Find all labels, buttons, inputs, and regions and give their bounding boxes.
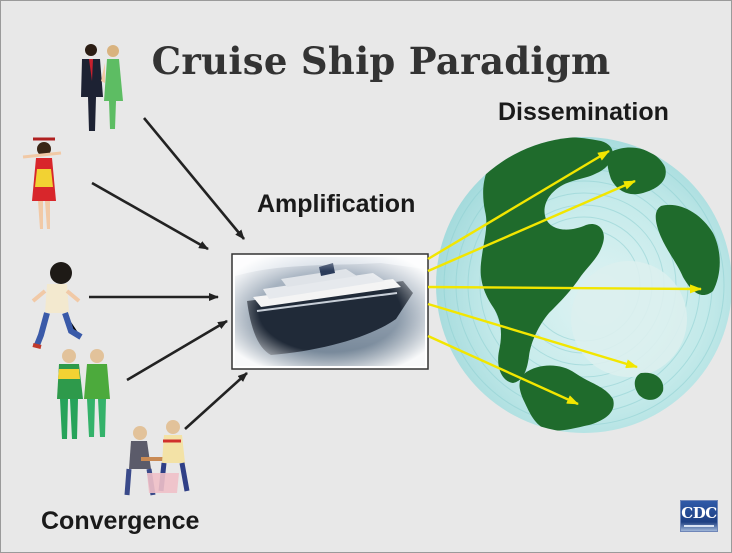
slide-title: Cruise Ship Paradigm — [151, 39, 611, 83]
amplification-label: Amplification — [257, 190, 416, 218]
business-couple-icon — [81, 44, 123, 131]
convergence-arrows — [89, 117, 248, 430]
dissemination-label: Dissemination — [498, 98, 669, 126]
arrow-out-1 — [427, 149, 610, 261]
people-at-table-icon — [124, 420, 190, 496]
arrow-out-2 — [427, 179, 636, 273]
cdc-logo: CDC — [680, 500, 718, 532]
arrow-in-5 — [184, 372, 248, 430]
arrow-in-2 — [91, 181, 209, 251]
couple-in-tracksuits-icon — [57, 349, 110, 439]
jogger-icon — [31, 262, 83, 349]
globe-illustration — [436, 137, 731, 433]
arrow-in-1 — [142, 117, 246, 240]
arrow-out-5 — [427, 334, 579, 406]
convergence-label: Convergence — [41, 507, 200, 535]
cruise-ship-photo — [231, 253, 429, 370]
arrow-out-4 — [427, 302, 638, 369]
dissemination-arrows — [427, 149, 702, 406]
cdc-logo-text: CDC — [681, 504, 717, 522]
arrow-out-3 — [427, 284, 702, 294]
arrow-in-4 — [126, 319, 228, 382]
waitress-icon — [22, 137, 62, 229]
